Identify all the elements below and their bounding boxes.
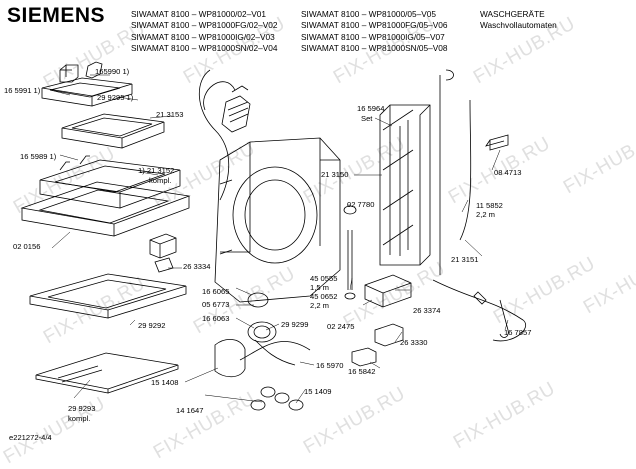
part-label: 29 9292 [138,321,166,330]
part-label: 29 9299 [281,320,309,329]
part-label: 16 5964 [357,104,385,113]
dispenser-drawer [41,77,133,107]
model-line: SIWAMAT 8100 – WP81000FG/05–V06 [301,20,448,31]
dispenser-tray [61,113,165,149]
category-title: WASCHGERÄTE [480,9,545,19]
part-label: 14 1647 [176,406,204,415]
model-line: SIWAMAT 8100 – WP81000IG/05–V07 [301,31,445,42]
inlet-hose [432,69,526,342]
control-switch [149,233,177,273]
part-label: 16 5970 [316,361,344,370]
part-label: 45 0652 [310,292,338,301]
part-label: 02 2475 [327,322,355,331]
part-label: 26 3374 [413,306,441,315]
door-frame [29,273,187,319]
part-label: 16 5842 [348,367,376,376]
pressure-switch [351,323,404,367]
part-label: 16 6063 [202,314,230,323]
brand-logo: SIEMENS [7,4,106,27]
drawer-handle-part [59,61,103,83]
part-label: 26 3330 [400,338,428,347]
leader-lines [49,74,509,404]
model-line: SIWAMAT 8100 – WP81000SN/02–V04 [131,42,278,53]
exploded-parts-diagram [20,61,526,411]
model-line: SIWAMAT 8100 – WP81000SN/05–V08 [301,42,448,53]
part-label: 26 3334 [183,262,211,271]
model-line: SIWAMAT 8100 – WP81000FG/02–V02 [131,20,278,31]
hose-set [379,104,431,266]
tub-outline [214,137,341,303]
part-label: 21 3150 [321,170,349,179]
part-label: 16 5989 1) [20,152,57,161]
part-label: 15 1409 [304,387,332,396]
part-label: 16 5991 1) [4,86,41,95]
model-line: SIWAMAT 8100 – WP81000/02–V01 [131,9,266,19]
part-label: 29 9295 1) [97,93,134,102]
part-label: 45 0555 [310,274,338,283]
part-label: 16 6065 [202,287,230,296]
part-label: 2,2 m [476,210,495,219]
pump-assembly [214,292,311,411]
valve-block [364,274,412,308]
part-label: 08 4713 [494,168,522,177]
top-frame [20,181,191,237]
hose-loop [198,69,236,201]
part-label: 11 5852 [476,201,503,210]
category-subtitle: Waschvollautomaten [480,20,557,31]
part-label: kompl. [68,414,91,423]
part-label: 21 3153 [156,110,184,119]
model-line: SIWAMAT 8100 – WP81000/05–V05 [301,9,436,19]
part-label: Set [361,114,373,123]
part-label: 05 6773 [202,300,230,309]
suspension-pipe [343,205,357,300]
part-label: 165990 1) [95,67,130,76]
document-id: e221272-4/4 [9,433,52,442]
dispenser-housing [39,155,181,209]
part-label: 02 7780 [347,200,375,209]
part-label: 16 7857 [504,328,532,337]
door-cover-plate [35,352,179,394]
part-label: 1,5 m [310,283,329,292]
part-label: 1) 21 3152 [138,166,175,175]
part-label: 02 0156 [13,242,41,251]
part-label: 21 3151 [451,255,479,264]
part-label: 29 9293 [68,404,96,413]
drain-hook [499,299,509,338]
model-list-left: SIWAMAT 8100 – WP81000/02–V01 SIWAMAT 81… [131,9,278,54]
part-label: 2,2 m [310,301,329,310]
category-block: WASCHGERÄTE Waschvollautomaten [480,9,557,32]
part-label: kompl. [149,176,172,185]
hose-bracket [485,134,509,151]
part-label: 15 1408 [151,378,179,387]
model-list-right: SIWAMAT 8100 – WP81000/05–V05 SIWAMAT 81… [301,9,448,54]
bellows-seal [221,85,251,133]
model-line: SIWAMAT 8100 – WP81000IG/02–V03 [131,31,275,42]
